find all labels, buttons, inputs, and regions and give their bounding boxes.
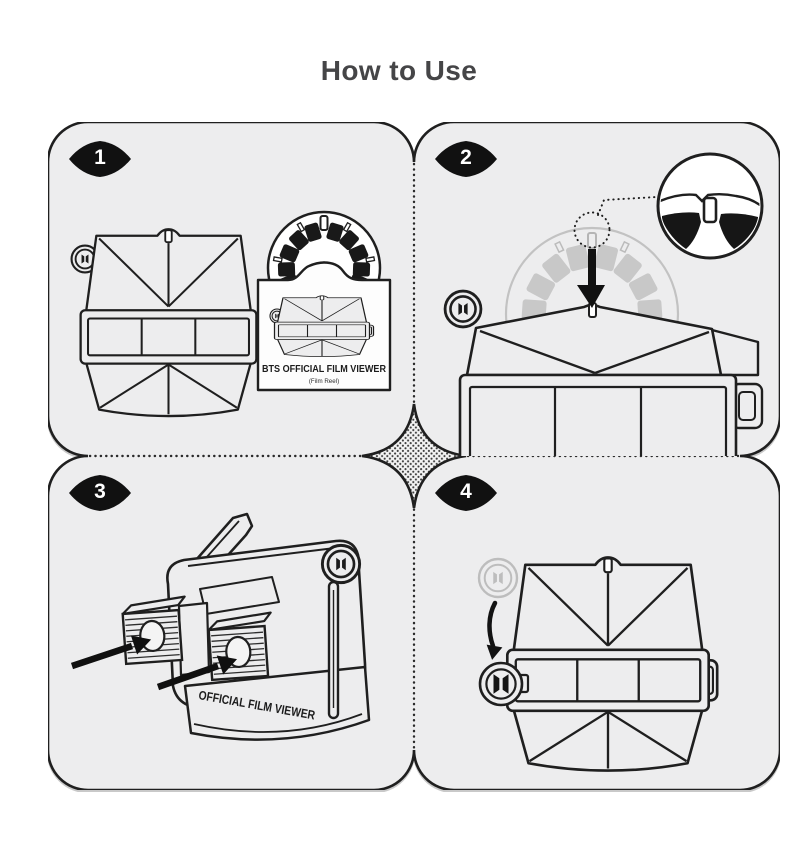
panel-step-1: BTS OFFICIAL FILM VIEWER (Film Reel) 1 [48,122,414,456]
badge-shape [435,475,497,511]
step-badge-1: 1 [68,138,132,180]
look-arrow-right-icon [156,655,238,691]
winding-knob-icon [322,545,359,582]
step-number: 1 [94,146,106,169]
badge-shape [69,141,131,177]
callout-leader-line [597,196,658,216]
ghost-reel-notch [587,232,597,249]
winding-knob-icon [478,661,530,707]
page-title: How to Use [320,54,478,86]
front-chin [183,665,371,741]
film-viewer-back [505,556,719,772]
turn-arrow-icon [486,600,503,660]
panel-step-4: 4 [414,456,780,790]
badge-shape [69,475,131,511]
step-number: 2 [460,146,472,169]
instruction-grid: BTS OFFICIAL FILM VIEWER (Film Reel) 1 [48,122,780,790]
package-art-viewer [273,295,375,358]
film-viewer-top [458,302,764,456]
step-number: 3 [94,480,106,503]
reel-notch [319,215,329,231]
step-badge-2: 2 [434,138,498,180]
ghost-knob-icon [477,557,519,599]
look-arrow-left-icon [70,635,152,670]
winding-knob-icon [445,291,481,327]
package-title: BTS OFFICIAL FILM VIEWER [262,364,387,375]
film-viewer-back [79,228,265,418]
step-number: 4 [460,480,472,503]
step-badge-4: 4 [434,472,498,514]
badge-shape [435,141,497,177]
dotted-callout-circle [573,211,611,249]
magnified-slot-detail [656,152,764,260]
panel-step-2: 2 [414,122,780,456]
film-reel-package: BTS OFFICIAL FILM VIEWER (Film Reel) [256,261,392,392]
insert-arrow-icon [577,249,605,308]
center-star-decoration [361,403,467,509]
step-badge-3: 3 [68,472,132,514]
panel-step-3: OFFICIAL FILM VIEWER 3 [48,456,414,790]
package-subtitle: (Film Reel) [309,378,339,385]
